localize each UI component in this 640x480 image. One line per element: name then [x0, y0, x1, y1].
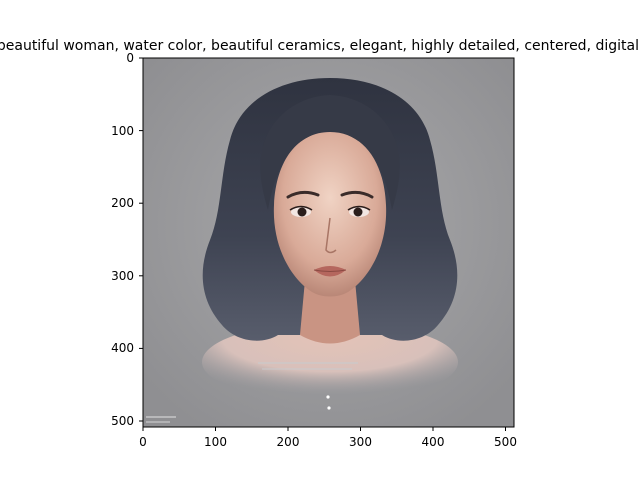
x-tick-label: 300	[349, 435, 372, 449]
y-axis: 0 100 200 300 400 500	[111, 51, 143, 428]
x-tick-label: 100	[204, 435, 227, 449]
x-tick-label: 200	[277, 435, 300, 449]
x-tick-label: 400	[422, 435, 445, 449]
x-axis: 0 100 200 300 400 500	[139, 427, 517, 449]
plot-title: a portrait of a beautiful woman, water c…	[0, 38, 640, 58]
axes-frame	[142, 57, 515, 428]
y-tick-label: 400	[111, 341, 134, 355]
x-tick-label: 0	[139, 435, 147, 449]
y-tick-label: 300	[111, 269, 134, 283]
y-tick-label: 500	[111, 414, 134, 428]
y-tick-label: 100	[111, 124, 134, 138]
y-tick-label: 200	[111, 196, 134, 210]
x-tick-label: 500	[494, 435, 517, 449]
y-tick-label: 0	[126, 51, 134, 65]
portrait-image	[143, 58, 514, 427]
plot-title-text: a portrait of a beautiful woman, water c…	[0, 38, 640, 54]
